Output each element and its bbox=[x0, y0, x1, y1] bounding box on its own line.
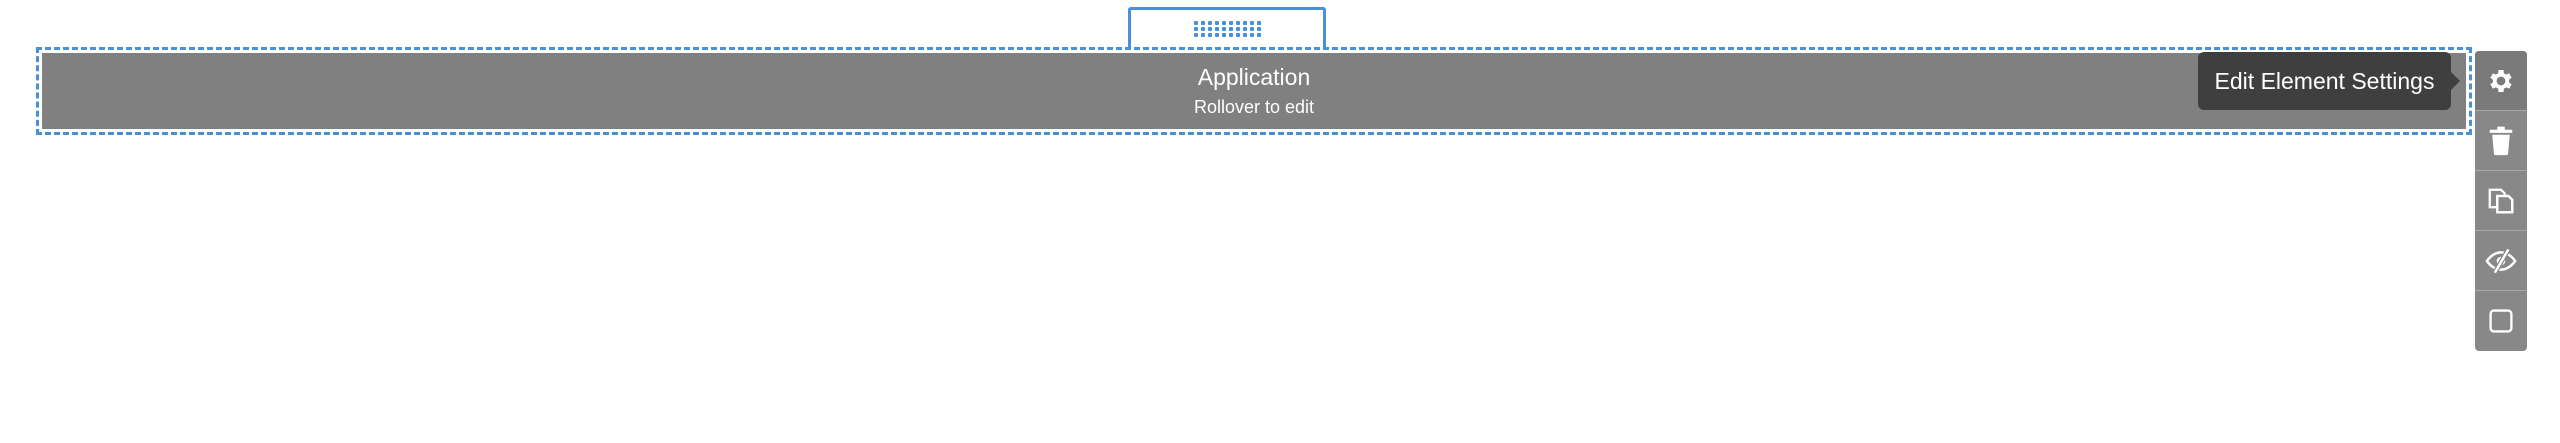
select-parent-button[interactable] bbox=[2475, 291, 2527, 351]
grip-icon bbox=[1193, 20, 1261, 37]
element-title: Application bbox=[1197, 64, 1311, 90]
trash-icon bbox=[2489, 126, 2513, 155]
duplicate-button[interactable] bbox=[2475, 171, 2527, 231]
gear-icon bbox=[2490, 69, 2512, 92]
visibility-button[interactable] bbox=[2475, 231, 2527, 291]
settings-button[interactable] bbox=[2475, 51, 2527, 111]
application-element[interactable]: Application Rollover to edit bbox=[42, 53, 2466, 129]
selected-element[interactable]: Application Rollover to edit bbox=[36, 47, 2472, 135]
element-subtitle: Rollover to edit bbox=[1193, 97, 1315, 117]
square-icon bbox=[2489, 309, 2513, 333]
element-toolbar bbox=[2475, 51, 2527, 351]
copy-icon bbox=[2488, 188, 2514, 213]
drag-handle[interactable] bbox=[1128, 7, 1326, 47]
tooltip-text: Edit Element Settings bbox=[2214, 67, 2435, 94]
delete-button[interactable] bbox=[2475, 111, 2527, 171]
settings-tooltip: Edit Element Settings bbox=[2198, 52, 2460, 110]
eye-slash-icon bbox=[2485, 247, 2517, 274]
